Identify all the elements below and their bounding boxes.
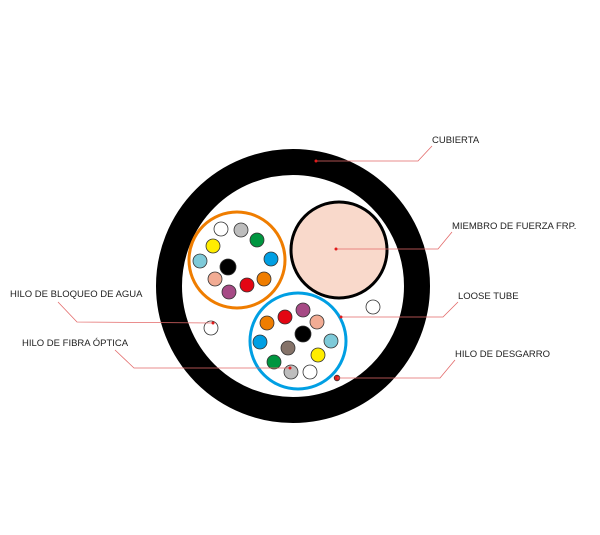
leader-frp [336,231,453,250]
optical-fiber [249,232,265,248]
leader-fibra [114,349,290,369]
label-desgarro: HILO DE DESGARRO [455,349,550,360]
optical-fiber [302,364,318,380]
optical-fiber [213,221,229,237]
optical-fiber [323,333,339,349]
water-blocking-yarn [203,320,219,336]
optical-fiber [207,271,223,287]
optical-fiber [295,302,311,318]
label-fibra: HILO DE FIBRA ÓPTICA [22,338,129,349]
leader-dot [334,247,338,251]
leader-dot [211,321,215,325]
frp-strength-member [289,200,389,300]
optical-fiber [263,251,279,267]
optical-fiber [221,284,237,300]
optical-fiber [205,238,221,254]
optical-fibers [192,221,339,380]
optical-fiber [239,277,255,293]
optical-fiber [192,253,208,269]
optical-fiber [252,334,268,350]
optical-fiber [233,222,249,238]
label-bloqueo: HILO DE BLOQUEO DE AGUA [10,289,143,300]
leader-dot [288,366,292,370]
optical-fiber [256,271,272,287]
cable-jacket [156,149,430,423]
optical-fiber [266,354,282,370]
optical-fiber [283,364,299,380]
leader-loose-tube [341,301,459,318]
leader-lines [57,145,459,379]
optical-fiber [277,309,293,325]
leader-dot [339,315,343,319]
leader-desgarro [337,359,456,379]
leader-bloqueo [57,301,214,324]
label-frp: MIEMBRO DE FUERZA FRP. [452,221,576,232]
filler-yarn [365,299,381,315]
optical-fiber [310,347,326,363]
label-cubierta: CUBIERTA [432,135,480,146]
optical-fiber [294,325,312,343]
leader-cubierta [316,145,433,162]
optical-fiber [309,314,325,330]
optical-fiber [219,258,237,276]
label-loose-tube: LOOSE TUBE [458,291,519,302]
leader-dot [314,159,318,163]
optical-fiber [280,340,296,356]
optical-fiber [259,315,275,331]
